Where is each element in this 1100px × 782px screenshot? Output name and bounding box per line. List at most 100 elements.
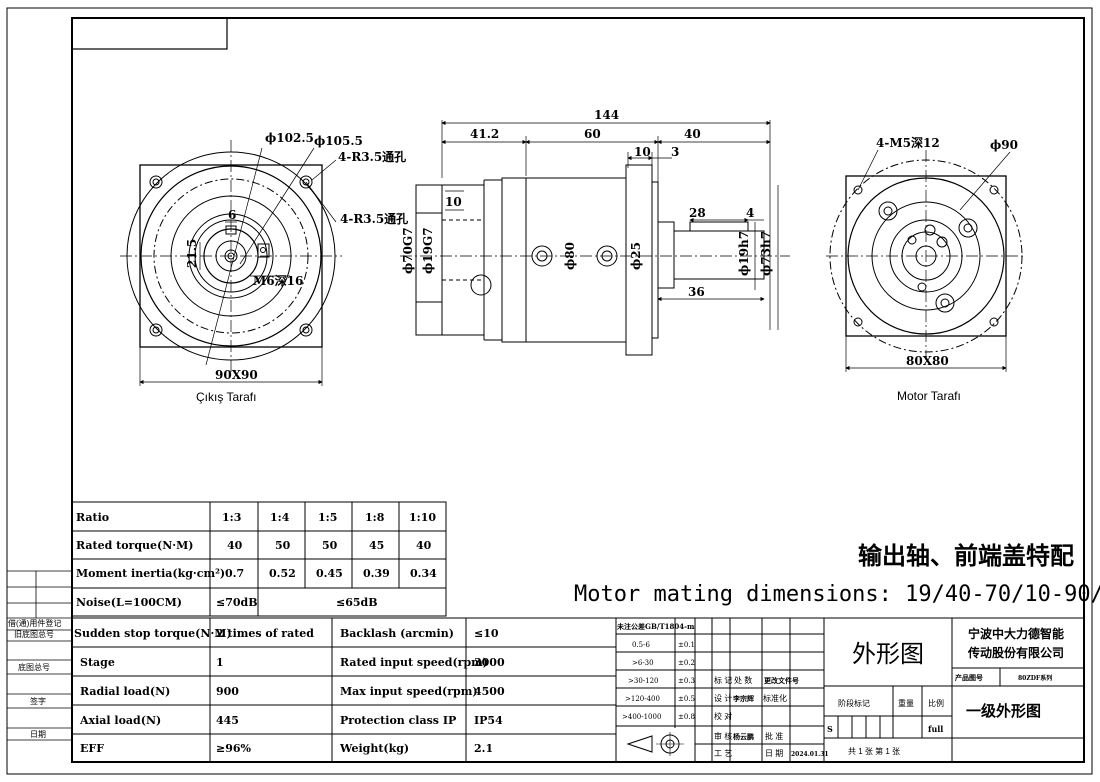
dim-41-2: 41.2 (470, 127, 499, 141)
dim-height: 21.5 (185, 239, 199, 268)
strip-label: 底图总号 (18, 662, 50, 672)
spec-header-1-8: 1:8 (365, 511, 385, 524)
spec-table-text: Ratio 1:3 1:4 1:5 1:8 1:10 Rated torque(… (76, 511, 437, 609)
mark-gongyi: 工 艺 (714, 749, 732, 758)
tol-range: 0.5-6 (632, 641, 650, 649)
title-block-text: 未注公差GB/T1804-m 0.5-6 ±0.1 >6-30 ±0.2 >30… (617, 622, 1064, 758)
perf-value: ≥96% (216, 742, 252, 755)
spec-cell: 0.52 (269, 567, 296, 580)
motor-view-labels: 4-M5深12 ϕ90 80X80 Motor Tarafı (876, 135, 1018, 403)
tol-value: ±0.3 (678, 677, 695, 685)
spec-header-ratio: Ratio (76, 511, 109, 524)
product-name: 一级外形图 (966, 702, 1041, 720)
mark-biaozhunhua: 标准化 (763, 693, 787, 703)
spec-cell: 0.7 (225, 567, 244, 580)
perf-label2: Weight(kg) (339, 742, 409, 755)
dim-28: 28 (689, 206, 706, 220)
spec-header-1-5: 1:5 (318, 511, 337, 524)
drawing-name: 外形图 (852, 640, 924, 668)
perf-value: 445 (216, 714, 239, 727)
motor-side-label: Motor Tarafı (897, 389, 961, 403)
spec-cell: 40 (416, 539, 432, 552)
dim-phi-105-5: ϕ105.5 (314, 134, 363, 148)
dim-3: 3 (671, 145, 679, 159)
dim-motor-phi-90: ϕ90 (990, 138, 1018, 152)
tol-range: >400-1000 (622, 713, 661, 721)
sheets: 共 1 张 第 1 张 (848, 746, 900, 756)
spec-noise-v1: ≤70dB (216, 596, 258, 609)
weight-label: 重量 (898, 698, 914, 708)
tol-value: ±0.1 (678, 641, 695, 649)
spec-cell: 50 (322, 539, 338, 552)
spec-cell: 40 (227, 539, 243, 552)
mark-jiaodui: 校 对 (714, 711, 732, 721)
spec-noise-v2: ≤65dB (336, 596, 378, 609)
mark-designer: 李宗辉 (732, 694, 754, 703)
mark-date: 2024.01.31 (791, 751, 829, 758)
stage-mark-label: 阶段标记 (838, 698, 870, 708)
tol-value: ±0.5 (678, 695, 695, 703)
perf-value: 1 (216, 656, 224, 669)
perf-value: 2 times of rated (216, 627, 314, 640)
perf-value2: 4500 (474, 685, 505, 698)
dim-4: 4 (746, 206, 754, 220)
dim-60: 60 (584, 127, 601, 141)
mark-reviewer: 杨云鹏 (733, 732, 754, 741)
scale-value: full (928, 724, 943, 734)
dim-total: 144 (594, 108, 619, 122)
left-strip (7, 570, 72, 741)
tol-value: ±0.8 (678, 713, 695, 721)
spec-cell: 45 (369, 539, 384, 552)
perf-value2: IP54 (474, 714, 503, 727)
spec-row-label: Rated torque(N·M) (76, 539, 194, 552)
tol-range: >120-400 (625, 695, 660, 703)
dim-holes-a: 4-R3.5通孔 (338, 149, 406, 164)
stage-value: S (827, 724, 833, 734)
perf-value2: 2.1 (474, 742, 493, 755)
mark-shenhe: 审 核 (714, 731, 732, 741)
dim-10-left: 10 (445, 195, 462, 209)
dim-36: 36 (688, 285, 705, 299)
mark-pizhun: 批 准 (765, 731, 783, 741)
company-line-1: 宁波中大力德智能 (968, 626, 1064, 641)
perf-label: EFF (80, 742, 104, 755)
strip-label: 签字 (30, 696, 46, 706)
dim-motor-square: 80X80 (906, 354, 949, 368)
spec-header-1-4: 1:4 (270, 511, 290, 524)
strip-label: 旧底图总号 (14, 629, 54, 639)
tolerance-header: 未注公差GB/T1804-m (617, 622, 695, 631)
title-block (615, 617, 1085, 763)
output-side-view (120, 140, 342, 386)
dim-motor-holes: 4-M5深12 (876, 135, 940, 150)
dim-10-top: 10 (634, 145, 651, 159)
perf-label: Radial load(N) (80, 685, 170, 698)
dim-phi-102-5: ϕ102.5 (265, 131, 314, 145)
perf-label2: Rated input speed(rpm) (340, 656, 488, 669)
perf-value2: ≤10 (474, 627, 499, 640)
dim-phi-25: ϕ25 (629, 242, 643, 270)
side-elevation-view (400, 120, 790, 356)
mating-dimensions: Motor mating dimensions: 19/40-70/10-90/… (574, 582, 1100, 607)
perf-label2: Backlash (arcmin) (340, 627, 454, 640)
spec-noise-label: Noise(L=100CM) (76, 596, 182, 609)
perf-label: Axial load(N) (79, 714, 161, 727)
dim-phi-19: ϕ19G7 (421, 227, 435, 274)
output-view-labels: ϕ102.5 ϕ105.5 4-R3.5通孔 4-R3.5通孔 6 21.5 M… (185, 131, 408, 404)
scale-label: 比例 (928, 698, 944, 708)
mark-biaoji: 标 记 (714, 675, 732, 685)
tol-range: >6-30 (632, 659, 654, 667)
spec-row-label: Moment inertia(kg·cm²) (76, 567, 225, 580)
mark-chushu: 处 数 (734, 675, 752, 685)
left-strip-text: 借(通)用件登记 旧底图总号 底图总号 签字 日期 (8, 618, 61, 739)
spec-cell: 0.34 (410, 567, 437, 580)
tol-range: >30-120 (628, 677, 659, 685)
output-side-label: Çıkış Tarafı (196, 390, 256, 404)
spec-cell: 0.45 (316, 567, 343, 580)
perf-table-text: Sudden stop torque(N·M) 2 times of rated… (74, 627, 505, 755)
motor-side-view (826, 149, 1026, 372)
tol-value: ±0.2 (678, 659, 695, 667)
perf-label: Stage (80, 656, 115, 669)
spec-table (71, 501, 447, 617)
dim-40: 40 (684, 127, 701, 141)
dim-square: 90X90 (215, 368, 258, 382)
